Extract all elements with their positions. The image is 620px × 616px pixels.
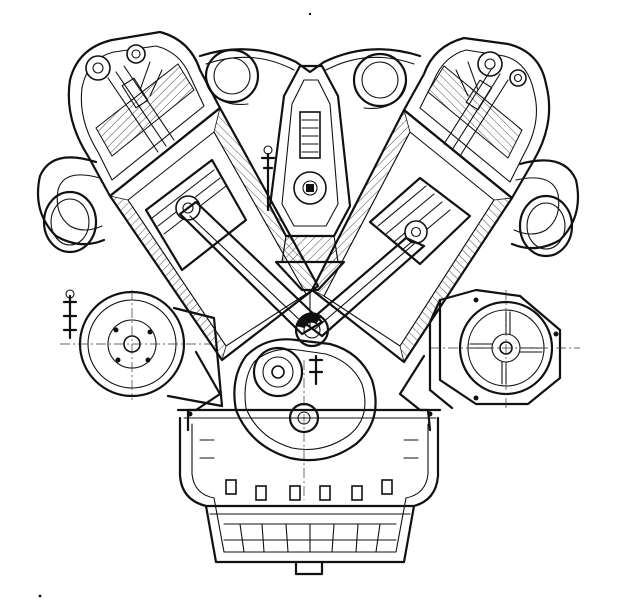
stray-dot <box>308 12 312 16</box>
right-connecting-rod <box>304 236 426 338</box>
left-piston <box>144 158 248 272</box>
right-cylinder-head <box>402 36 551 200</box>
left-connecting-rod <box>178 200 324 336</box>
right-intake-port <box>352 52 408 109</box>
left-exhaust-pipe <box>36 156 106 254</box>
right-accessory-pulley <box>428 288 580 410</box>
left-cylinder-head <box>67 30 222 198</box>
right-exhaust-pipe <box>510 159 580 258</box>
stray-dot <box>38 594 42 598</box>
central-injection-pump <box>198 48 422 331</box>
right-cylinder-bank <box>304 36 580 364</box>
right-piston <box>368 176 472 266</box>
left-accessory-pulley <box>60 289 224 408</box>
crankcase <box>176 350 442 432</box>
oil-sump <box>178 416 440 576</box>
left-cylinder-bank <box>36 30 324 362</box>
crankshaft-assembly <box>190 312 430 500</box>
